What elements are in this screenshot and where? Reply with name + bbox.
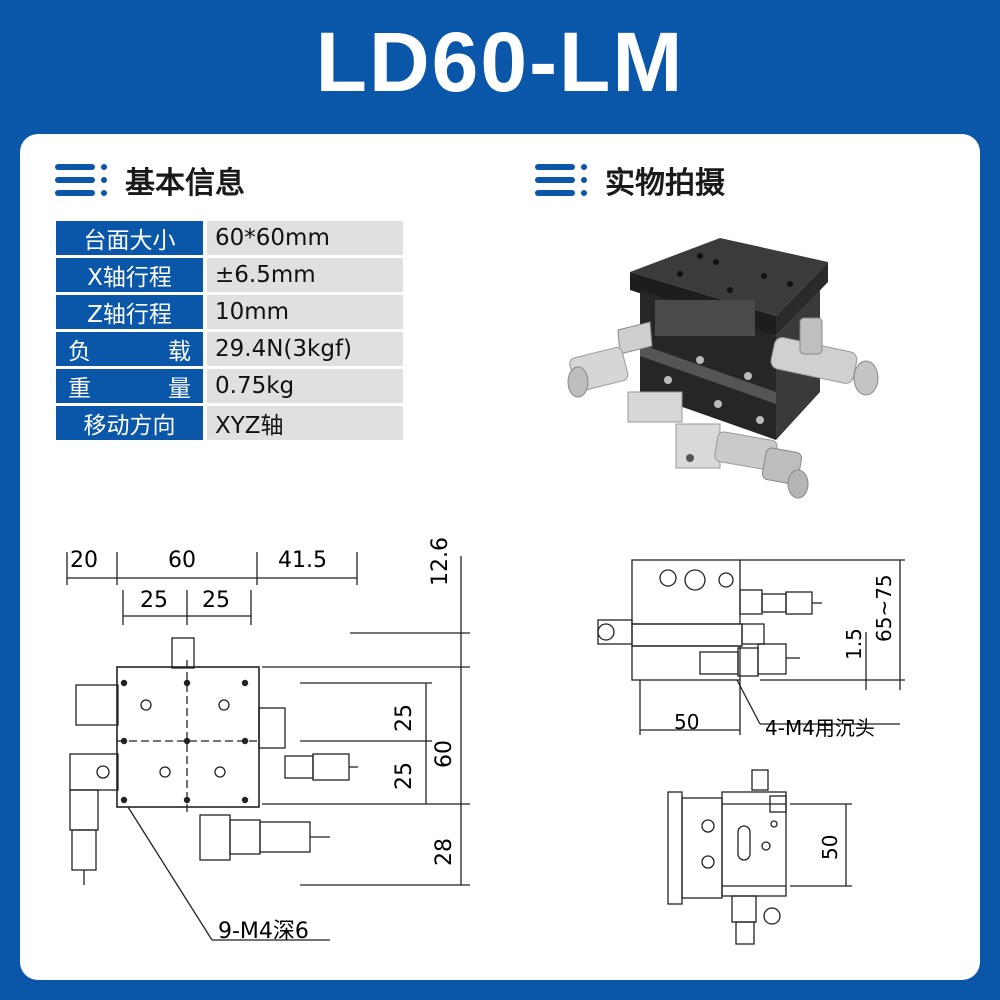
dim-label: 25 [202,588,230,613]
section-header-photo: 实物拍摄 [535,158,725,202]
spec-key: 移动方向 [56,406,207,440]
spec-value: 60*60mm [207,221,403,255]
spec-key: 重量 [56,369,207,403]
spec-key: 台面大小 [56,221,207,255]
dim-label: 50 [674,710,700,734]
callout-label: 9-M4深6 [218,919,309,944]
list-menu-icon [535,164,587,196]
dim-label: 25 [392,762,417,790]
dim-label: 1.5 [842,628,866,660]
spec-table: 台面大小 60*60mm X轴行程 ±6.5mm Z轴行程 10mm 负载 29… [56,218,403,443]
dim-label: 60 [168,548,196,573]
section-title-photo: 实物拍摄 [605,166,725,201]
drawing-end-view [667,769,852,945]
spec-key: X轴行程 [56,258,207,292]
spec-key: Z轴行程 [56,295,207,329]
spec-value: XYZ轴 [207,406,403,440]
page-title: LD60-LM [315,15,685,109]
dim-label: 41.5 [278,548,327,573]
section-title-basic-info: 基本信息 [125,166,245,201]
drawing-top-view [66,552,470,941]
drawing-side-view [597,559,905,735]
spec-key: 负载 [56,332,207,366]
spec-value: 10mm [207,295,403,329]
dim-label: 12.6 [428,537,453,586]
callout-label: 4-M4用沉头 [765,716,875,740]
table-row: X轴行程 ±6.5mm [56,258,403,292]
product-photo [567,238,879,499]
section-header-basic-info: 基本信息 [55,158,245,202]
table-row: Z轴行程 10mm [56,295,403,329]
spec-value: 0.75kg [207,369,403,403]
table-row: 负载 29.4N(3kgf) [56,332,403,366]
dim-label: 50 [818,834,842,860]
dim-label: 65~75 [872,574,896,642]
dim-label: 25 [140,588,168,613]
table-row: 重量 0.75kg [56,369,403,403]
spec-value: ±6.5mm [207,258,403,292]
dim-label: 28 [432,838,457,866]
list-menu-icon [55,164,107,196]
dim-label: 20 [70,548,98,573]
table-row: 台面大小 60*60mm [56,221,403,255]
spec-value: 29.4N(3kgf) [207,332,403,366]
dim-label: 60 [432,740,457,768]
table-row: 移动方向 XYZ轴 [56,406,403,440]
dim-label: 25 [392,704,417,732]
